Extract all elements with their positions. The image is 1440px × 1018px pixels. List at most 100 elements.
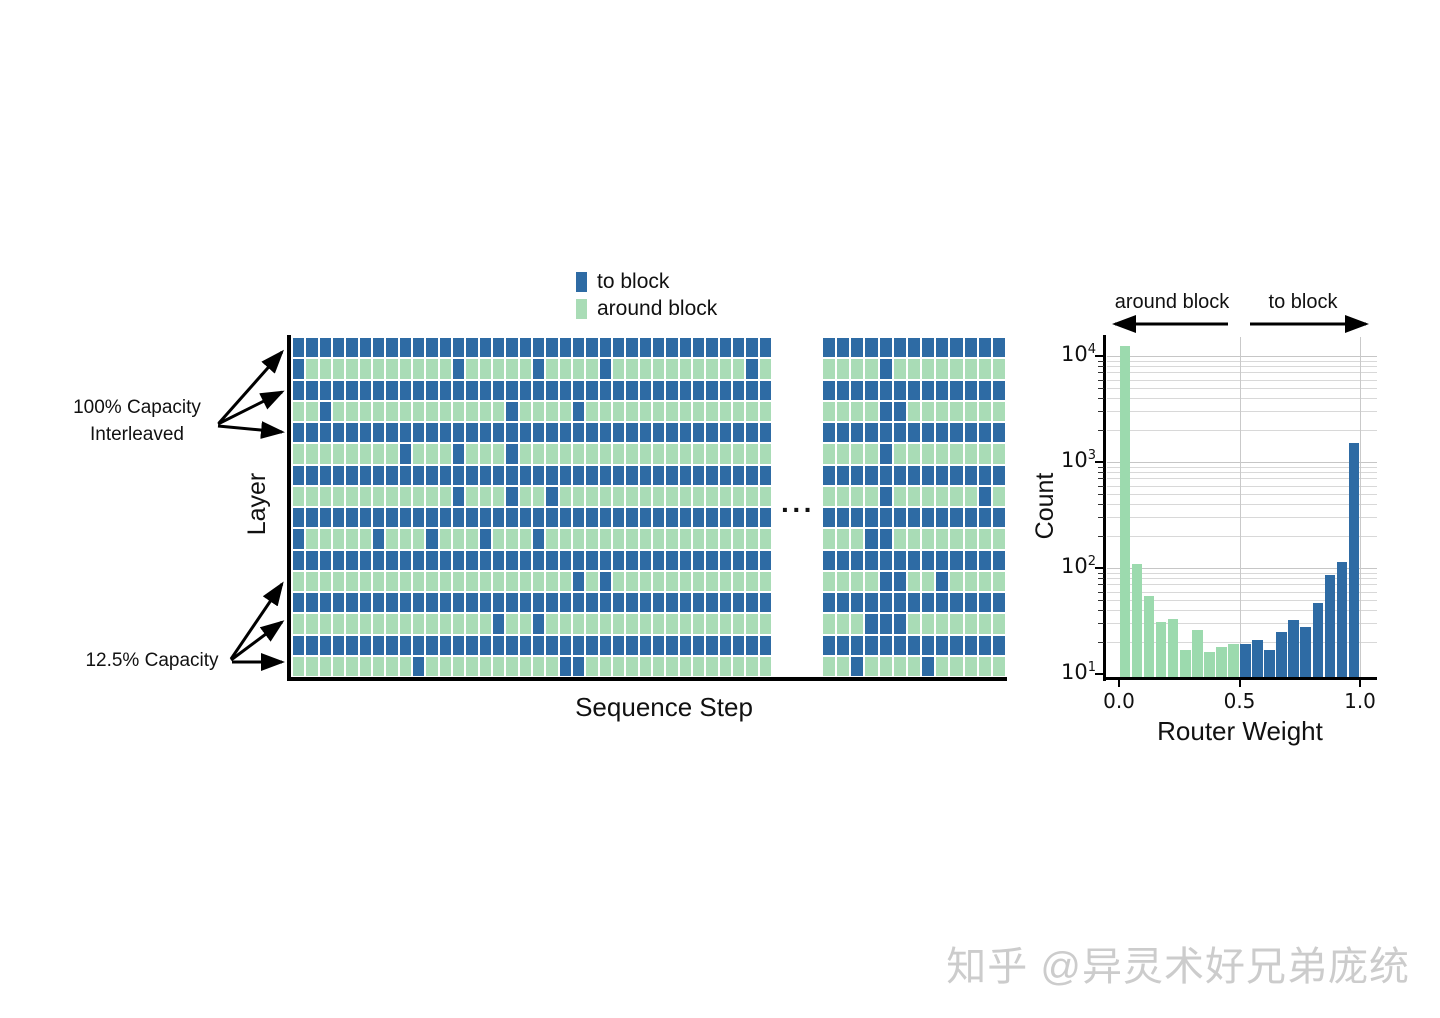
cell-to-block [893, 571, 906, 591]
cell-to-block [412, 635, 425, 655]
cell-to-block [426, 423, 438, 443]
minor-gridline [1107, 610, 1377, 612]
cell-to-block [293, 593, 305, 613]
cell-to-block [386, 338, 398, 358]
y-minor-tick [1098, 517, 1104, 519]
cell-around-block [372, 656, 385, 676]
cell-to-block [359, 338, 371, 358]
cell-around-block [359, 529, 371, 549]
cell-around-block [626, 486, 638, 506]
arrow-to-layer-1 [217, 349, 284, 424]
cell-to-block [479, 465, 491, 485]
cell-around-block [612, 359, 625, 379]
cell-to-block [679, 338, 691, 358]
cell-to-block [692, 380, 705, 400]
cell-to-block [692, 508, 705, 528]
cell-to-block [559, 465, 571, 485]
cell-around-block [412, 401, 425, 421]
cell-to-block [319, 508, 331, 528]
cell-around-block [293, 656, 305, 676]
hist-bar [1312, 602, 1324, 677]
minor-gridline [1107, 591, 1377, 593]
legend: to block around block [576, 268, 717, 322]
cell-to-block [706, 465, 718, 485]
cell-around-block [639, 614, 651, 634]
cell-to-block [599, 593, 611, 613]
cell-around-block [639, 486, 651, 506]
cell-around-block [346, 359, 358, 379]
cell-around-block [586, 529, 598, 549]
cell-to-block [719, 338, 731, 358]
minor-gridline [1107, 430, 1377, 432]
cell-around-block [851, 529, 864, 549]
cell-to-block [679, 508, 691, 528]
grid-x-axis-line [287, 677, 1007, 681]
cell-around-block [599, 401, 611, 421]
cell-to-block [586, 550, 598, 570]
y-minor-tick [1098, 485, 1104, 487]
cell-to-block [519, 380, 531, 400]
cell-around-block [992, 614, 1005, 634]
cell-around-block [978, 571, 991, 591]
cell-to-block [936, 508, 949, 528]
cell-around-block [950, 444, 963, 464]
cell-to-block [426, 593, 438, 613]
cell-to-block [823, 465, 836, 485]
cell-to-block [359, 550, 371, 570]
cell-to-block [652, 338, 665, 358]
cell-around-block [386, 656, 398, 676]
cell-around-block [332, 359, 345, 379]
cell-around-block [372, 401, 385, 421]
cell-to-block [306, 423, 318, 443]
cell-to-block [879, 508, 892, 528]
cell-around-block [950, 571, 963, 591]
cell-around-block [426, 444, 438, 464]
cell-around-block [426, 571, 438, 591]
hist-bar [1348, 443, 1360, 677]
cell-to-block [519, 423, 531, 443]
cell-around-block [306, 571, 318, 591]
cell-around-block [978, 444, 991, 464]
cell-around-block [439, 656, 451, 676]
cell-to-block [851, 550, 864, 570]
cell-to-block [837, 338, 850, 358]
cell-to-block [546, 486, 558, 506]
cell-around-block [479, 656, 491, 676]
cell-to-block [346, 593, 358, 613]
cell-around-block [386, 486, 398, 506]
cell-around-block [907, 614, 921, 634]
arrow-to-layer-12 [229, 581, 284, 660]
x-axis-label-sequence-step: Sequence Step [575, 692, 753, 722]
cell-to-block [851, 465, 864, 485]
cell-to-block [492, 380, 505, 400]
cell-around-block [950, 529, 963, 549]
cell-to-block [452, 486, 465, 506]
cell-around-block [439, 486, 451, 506]
cell-around-block [586, 486, 598, 506]
vertical-gridline [1239, 337, 1241, 677]
cell-to-block [865, 380, 878, 400]
cell-to-block [492, 550, 505, 570]
cell-around-block [679, 614, 691, 634]
cell-around-block [412, 614, 425, 634]
hist-bar [1155, 621, 1167, 677]
cell-around-block [586, 401, 598, 421]
cell-to-block [293, 359, 305, 379]
cell-to-block [706, 635, 718, 655]
minor-gridline [1107, 366, 1377, 368]
cell-around-block [519, 614, 531, 634]
cell-around-block [679, 401, 691, 421]
cell-around-block [346, 529, 358, 549]
cell-to-block [732, 380, 745, 400]
cell-to-block [626, 508, 638, 528]
cell-to-block [452, 423, 465, 443]
cell-to-block [936, 465, 949, 485]
cell-to-block [978, 550, 991, 570]
cell-to-block [692, 550, 705, 570]
cell-around-block [319, 529, 331, 549]
cell-to-block [559, 508, 571, 528]
cell-to-block [399, 444, 411, 464]
cell-to-block [922, 380, 935, 400]
cell-to-block [823, 550, 836, 570]
cell-to-block [412, 338, 425, 358]
